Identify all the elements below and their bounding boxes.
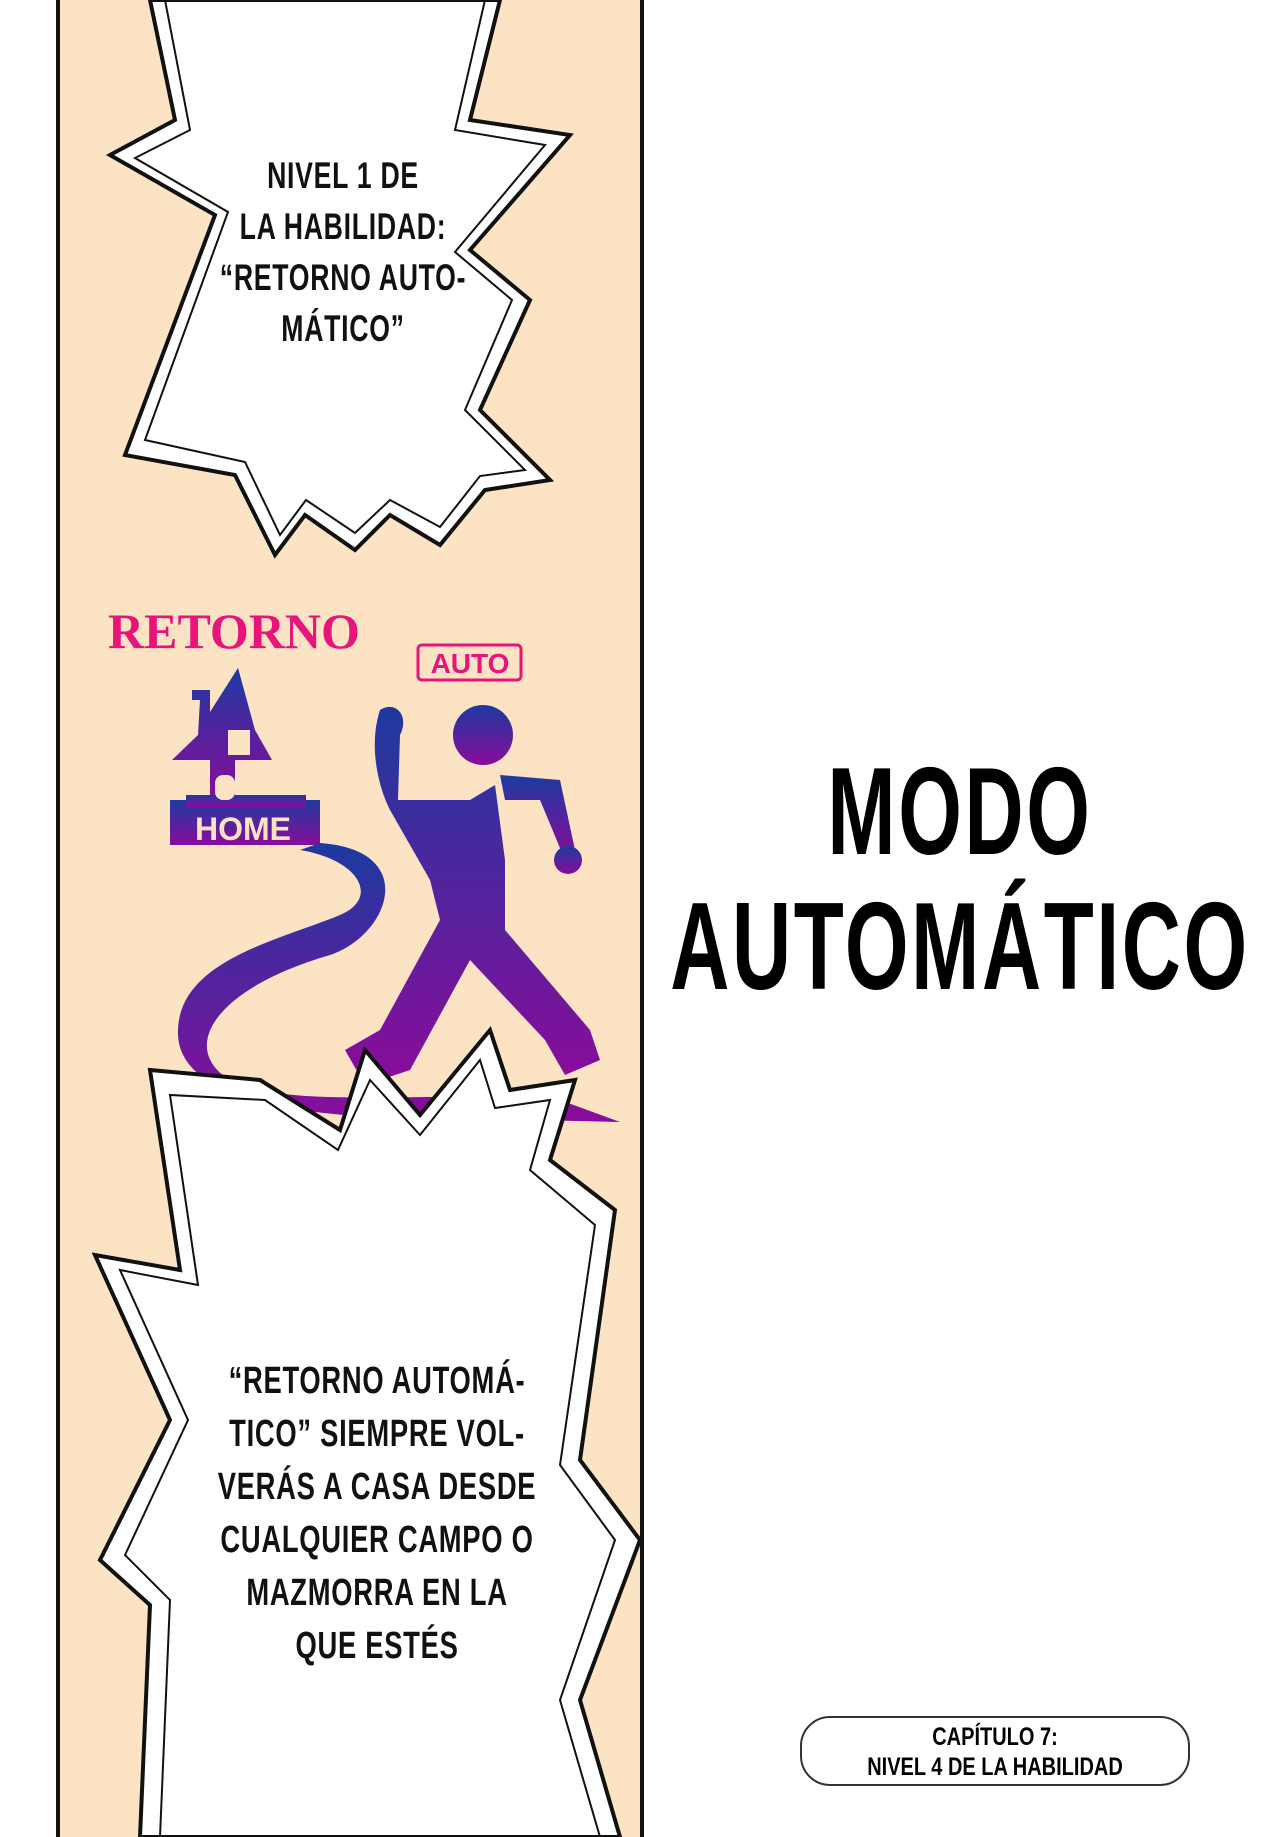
home-label: HOME xyxy=(195,811,291,847)
bottom-speech-bubble xyxy=(91,1025,643,1837)
walking-person-figure xyxy=(345,705,600,1085)
top-bubble-text: NIVEL 1 DE LA HABILIDAD: “RETORNO AUTO- … xyxy=(219,155,467,349)
auto-label: AUTO xyxy=(431,648,510,679)
auto-badge xyxy=(416,643,523,682)
chapter-title: MODO AUTOMÁTICO xyxy=(670,743,1250,1016)
chapter-subtitle: NIVEL 4 DE LA HABILIDAD xyxy=(867,1753,1123,1781)
retorno-label: RETORNO xyxy=(108,603,360,659)
top-speech-bubble xyxy=(105,0,574,559)
chapter-label-box: CAPÍTULO 7: NIVEL 4 DE LA HABILIDAD xyxy=(800,1716,1190,1786)
house-icon xyxy=(170,668,320,845)
chapter-number: CAPÍTULO 7: xyxy=(932,1723,1058,1751)
retorno-illustration: RETORNO AUTO HOME xyxy=(108,603,620,1122)
bottom-bubble-text: “RETORNO AUTOMÁ- TICO” SIEMPRE VOL- VERÁ… xyxy=(217,1360,537,1667)
